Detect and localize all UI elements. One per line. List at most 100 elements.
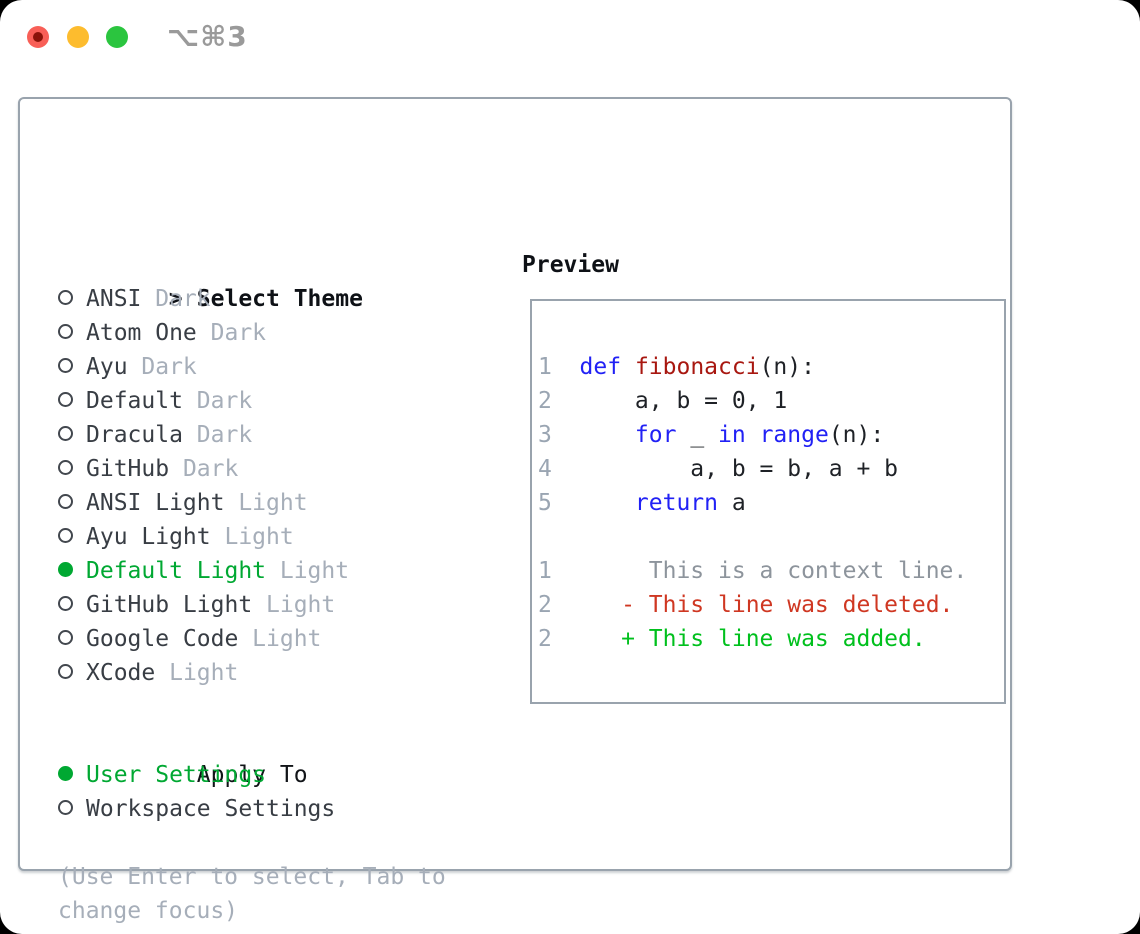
minimize-button[interactable] (67, 26, 89, 48)
radio-icon (58, 324, 73, 339)
item-label: Dracula (86, 422, 183, 448)
radio-icon (58, 800, 73, 815)
item-variant: Dark (155, 286, 211, 312)
code-segment (746, 422, 760, 448)
item-label: XCode (86, 660, 156, 686)
code-segment: - This line was deleted. (579, 592, 954, 618)
theme-option-6[interactable]: ANSI Light Light (58, 486, 446, 520)
theme-option-10[interactable]: Google Code Light (58, 622, 446, 656)
code-segment: fibonacci (634, 354, 760, 380)
apply-option-0[interactable]: User Settings (58, 758, 446, 792)
theme-option-8[interactable]: Default Light Light (58, 554, 446, 588)
code-line: 2 - This line was deleted. (538, 588, 967, 622)
code-segment: for (634, 422, 677, 448)
code-line: 5 return a (538, 486, 967, 520)
item-variant: Light (252, 626, 322, 652)
zoom-button[interactable] (106, 26, 128, 48)
apply-to-title: Apply To (196, 762, 308, 788)
line-number: 1 (538, 558, 552, 584)
cursor-icon: > (168, 286, 183, 312)
code-segment (580, 422, 635, 448)
item-label: Ayu (86, 354, 128, 380)
code-segment: a (718, 490, 746, 516)
code-segment: in (718, 422, 746, 448)
radio-icon (58, 494, 73, 509)
item-variant: Light (266, 592, 336, 618)
item-variant: Dark (210, 320, 267, 346)
radio-icon (58, 596, 73, 611)
titlebar: ⌥⌘3 (0, 0, 1140, 74)
radio-icon (58, 290, 73, 305)
code-line: 1 def fibonacci(n): (538, 350, 967, 384)
item-variant: Light (238, 490, 308, 516)
item-label: ANSI (86, 286, 142, 312)
radio-icon (58, 630, 73, 645)
footer-hint: (Use Enter to select, Tab to change focus… (58, 860, 446, 928)
item-label: Google Code (86, 626, 239, 652)
apply-option-1[interactable]: Workspace Settings (58, 792, 446, 826)
code-segment (580, 490, 635, 516)
line-number: 2 (538, 626, 552, 652)
code-segment: _ (676, 422, 719, 448)
theme-option-2[interactable]: Ayu Dark (58, 350, 446, 384)
code-line: 2 a, b = 0, 1 (538, 384, 967, 418)
code-segment: return (634, 490, 719, 516)
footer-hint-line: change focus) (58, 898, 239, 924)
line-number: 2 (538, 388, 552, 414)
radio-selected-icon (58, 562, 73, 577)
item-variant: Dark (141, 354, 197, 380)
radio-icon (58, 460, 73, 475)
item-variant: Light (224, 524, 294, 550)
preview-title: Preview (522, 252, 619, 278)
code-segment: def (579, 354, 622, 380)
gap (58, 826, 446, 860)
code-line: 3 for _ in range(n): (538, 418, 967, 452)
radio-selected-icon (58, 766, 73, 781)
select-theme-heading: > Select Theme (58, 248, 446, 312)
item-label: Workspace Settings (86, 796, 336, 822)
code-segment: a, b = 0, 1 (579, 388, 788, 414)
gap (58, 690, 446, 724)
line-number: 5 (538, 490, 552, 516)
item-label: Default Light (86, 558, 267, 584)
item-variant: Dark (182, 456, 239, 482)
item-variant: Light (279, 558, 350, 584)
radio-icon (58, 392, 73, 407)
line-number: 3 (538, 422, 552, 448)
line-number: 2 (538, 592, 552, 618)
select-theme-title: Select Theme (196, 286, 363, 312)
code-segment: (n): (759, 354, 815, 380)
theme-option-5[interactable]: GitHub Dark (58, 452, 446, 486)
theme-option-0[interactable]: ANSI Dark (58, 282, 446, 316)
code-segment: range (759, 422, 829, 448)
item-label: ANSI Light (86, 490, 225, 516)
code-segment: (n): (828, 422, 885, 448)
close-button[interactable] (27, 26, 49, 48)
radio-icon (58, 528, 73, 543)
radio-icon (58, 358, 73, 373)
item-label: Default (86, 388, 183, 414)
radio-icon (58, 664, 73, 679)
code-line (538, 520, 967, 554)
code-segment: This is a context line. (579, 558, 968, 584)
line-number: 1 (538, 354, 552, 380)
footer-hint-line: (Use Enter to select, Tab to (58, 864, 446, 890)
code-segment: a, b = b, a + b (579, 456, 899, 482)
code-line: 4 a, b = b, a + b (538, 452, 967, 486)
item-label: GitHub (86, 456, 170, 482)
item-label: User Settings (86, 762, 267, 788)
apply-to-heading: Apply To (58, 724, 446, 788)
line-number: 4 (538, 456, 552, 482)
radio-icon (58, 426, 73, 441)
